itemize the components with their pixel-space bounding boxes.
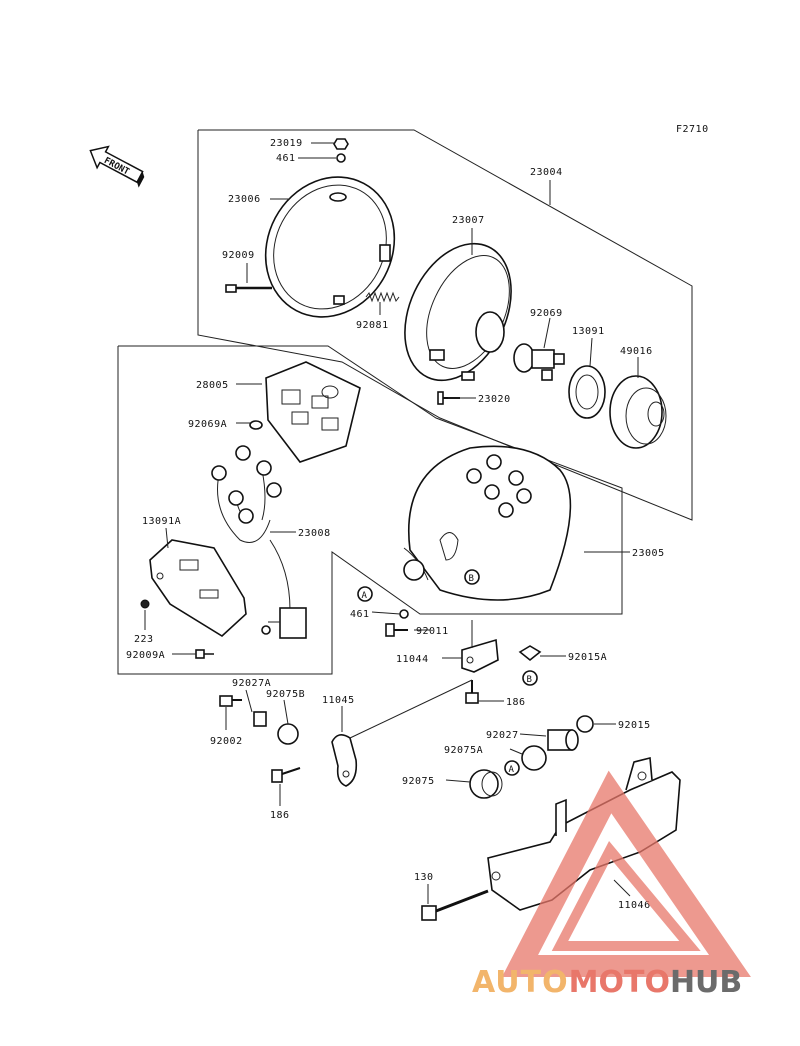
callout-11044: 11044 xyxy=(396,654,429,665)
bulb-92069A xyxy=(249,420,263,430)
watermark-text: AUTOMOTOHUB xyxy=(472,965,742,1000)
grommet-92075B xyxy=(277,723,299,745)
callout-23007: 23007 xyxy=(452,215,485,226)
callout-23019: 23019 xyxy=(270,138,303,149)
collar-92027 xyxy=(547,729,579,751)
callout-23005: 23005 xyxy=(632,548,665,559)
svg-text:B: B xyxy=(527,675,532,685)
callout-23020: 23020 xyxy=(478,394,511,405)
washer-461-lower xyxy=(399,609,409,619)
screw-92009A xyxy=(195,649,214,659)
rim-23006 xyxy=(264,176,396,318)
callout-92069A: 92069A xyxy=(188,419,227,430)
callout-461: 461 xyxy=(276,153,296,164)
screw-223 xyxy=(140,599,150,609)
wiring-harness-23008 xyxy=(211,445,307,639)
ref-marker-a-upper: A xyxy=(357,586,373,602)
bolt-186-upper xyxy=(465,680,479,704)
watermark-logo xyxy=(501,770,751,977)
svg-text:A: A xyxy=(362,591,368,601)
bracket-13091A xyxy=(149,539,247,637)
callout-28005: 28005 xyxy=(196,380,229,391)
watermark-part-3: HUB xyxy=(670,965,742,1000)
callout-92075A: 92075A xyxy=(444,745,483,756)
callout-92027A: 92027A xyxy=(232,678,271,689)
watermark-part-2: MOTO xyxy=(569,965,670,1000)
ref-marker-a-lower: A xyxy=(504,760,520,776)
callout-186-upper: 186 xyxy=(506,697,526,708)
front-direction-arrow: FRONT xyxy=(89,145,145,188)
callout-92015A: 92015A xyxy=(568,652,607,663)
screw-92011 xyxy=(385,623,408,637)
clip-92015A xyxy=(518,645,542,662)
headlight-case-23005 xyxy=(403,445,572,601)
ref-marker-b-upper: B xyxy=(464,569,480,585)
callout-130: 130 xyxy=(414,872,434,883)
callout-223: 223 xyxy=(134,634,154,645)
holder-28005 xyxy=(265,361,361,463)
callout-92075B: 92075B xyxy=(266,689,305,700)
collar-92027A xyxy=(253,711,267,727)
bracket-11045 xyxy=(331,734,358,787)
callout-92015: 92015 xyxy=(618,720,651,731)
leader-lines xyxy=(144,142,639,904)
watermark-part-1: AUTO xyxy=(472,965,569,1000)
callout-11045: 11045 xyxy=(322,695,355,706)
callout-92081: 92081 xyxy=(356,320,389,331)
callout-49016: 49016 xyxy=(620,346,653,357)
callout-11046: 11046 xyxy=(618,900,651,911)
callout-23004: 23004 xyxy=(530,167,563,178)
grommet-92075 xyxy=(469,769,503,799)
screw-92009 xyxy=(225,284,272,293)
socket-13091 xyxy=(568,365,606,419)
callout-13091: 13091 xyxy=(572,326,605,337)
assembly-outline-23004 xyxy=(197,129,693,521)
cover-49016 xyxy=(609,375,667,449)
assembly-outline-23005 xyxy=(117,345,623,675)
svg-text:B: B xyxy=(469,574,474,584)
bolt-186-lower xyxy=(271,767,301,783)
callout-labels: 23019 461 23006 92009 92081 23007 23004 … xyxy=(126,138,665,911)
reflector-23007 xyxy=(404,242,512,382)
callout-23008: 23008 xyxy=(298,528,331,539)
callout-461-lower: 461 xyxy=(350,609,370,620)
callout-92069: 92069 xyxy=(530,308,563,319)
callout-186-lower: 186 xyxy=(270,810,290,821)
figure-code: F2710 xyxy=(676,124,709,135)
washer-461 xyxy=(336,153,346,163)
bracket-11044 xyxy=(461,638,499,673)
bolt-130 xyxy=(421,889,489,921)
callout-92009: 92009 xyxy=(222,250,255,261)
screw-92002 xyxy=(219,695,242,707)
ref-marker-b-lower: B xyxy=(522,670,538,686)
callout-92075: 92075 xyxy=(402,776,435,787)
callout-92002: 92002 xyxy=(210,736,243,747)
grommet-92075A xyxy=(521,745,547,771)
bolt-92015 xyxy=(576,715,594,733)
bulb-92069 xyxy=(513,343,565,381)
callout-92027: 92027 xyxy=(486,730,519,741)
callout-13091A: 13091A xyxy=(142,516,181,527)
callout-23006: 23006 xyxy=(228,194,261,205)
spring-92081 xyxy=(365,291,400,303)
callout-92011: 92011 xyxy=(416,626,449,637)
callout-92009A: 92009A xyxy=(126,650,165,661)
svg-text:A: A xyxy=(509,765,515,775)
nut-23019 xyxy=(333,138,349,150)
